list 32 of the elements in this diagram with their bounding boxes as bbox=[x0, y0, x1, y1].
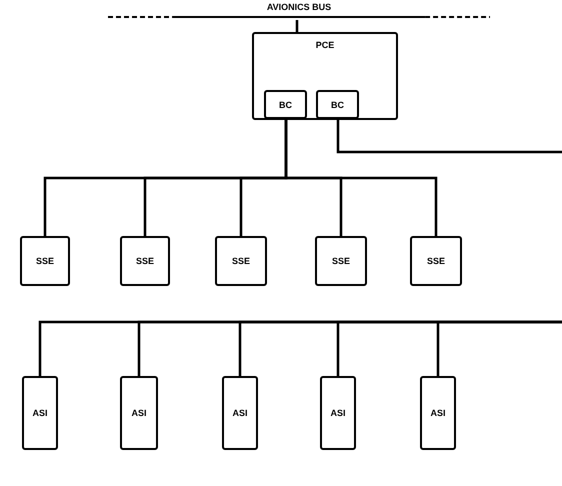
block-box bbox=[315, 236, 367, 286]
inner-box bbox=[316, 90, 359, 119]
block-label: ASI bbox=[232, 408, 248, 418]
connector-line bbox=[436, 320, 562, 376]
block-label: ASI bbox=[32, 408, 48, 418]
block-label: BC bbox=[331, 100, 344, 110]
block-label: SSE bbox=[332, 256, 350, 266]
block-box bbox=[120, 376, 158, 450]
connector-line bbox=[336, 120, 562, 154]
block-box bbox=[22, 376, 58, 450]
block-box bbox=[252, 32, 398, 120]
block-label: SSE bbox=[36, 256, 54, 266]
connector-line bbox=[296, 20, 298, 32]
block-box bbox=[320, 376, 356, 450]
block-label: PCE bbox=[316, 40, 334, 50]
connector-line bbox=[284, 120, 438, 236]
block-box bbox=[420, 376, 456, 450]
block-label: ASI bbox=[330, 408, 346, 418]
block-label: AVIONICS BUS bbox=[266, 2, 332, 12]
block-box bbox=[410, 236, 462, 286]
block-box bbox=[120, 236, 170, 286]
block-box bbox=[222, 376, 258, 450]
block-box bbox=[215, 236, 267, 286]
block-label: ASI bbox=[131, 408, 146, 418]
block-label: SSE bbox=[136, 256, 154, 266]
bus-line bbox=[108, 2, 490, 20]
block-label: SSE bbox=[232, 256, 250, 266]
inner-box bbox=[264, 90, 307, 119]
block-label: ASI bbox=[430, 408, 446, 418]
block-label: BC bbox=[279, 100, 292, 110]
block-box bbox=[20, 236, 70, 286]
block-label: SSE bbox=[426, 256, 445, 266]
